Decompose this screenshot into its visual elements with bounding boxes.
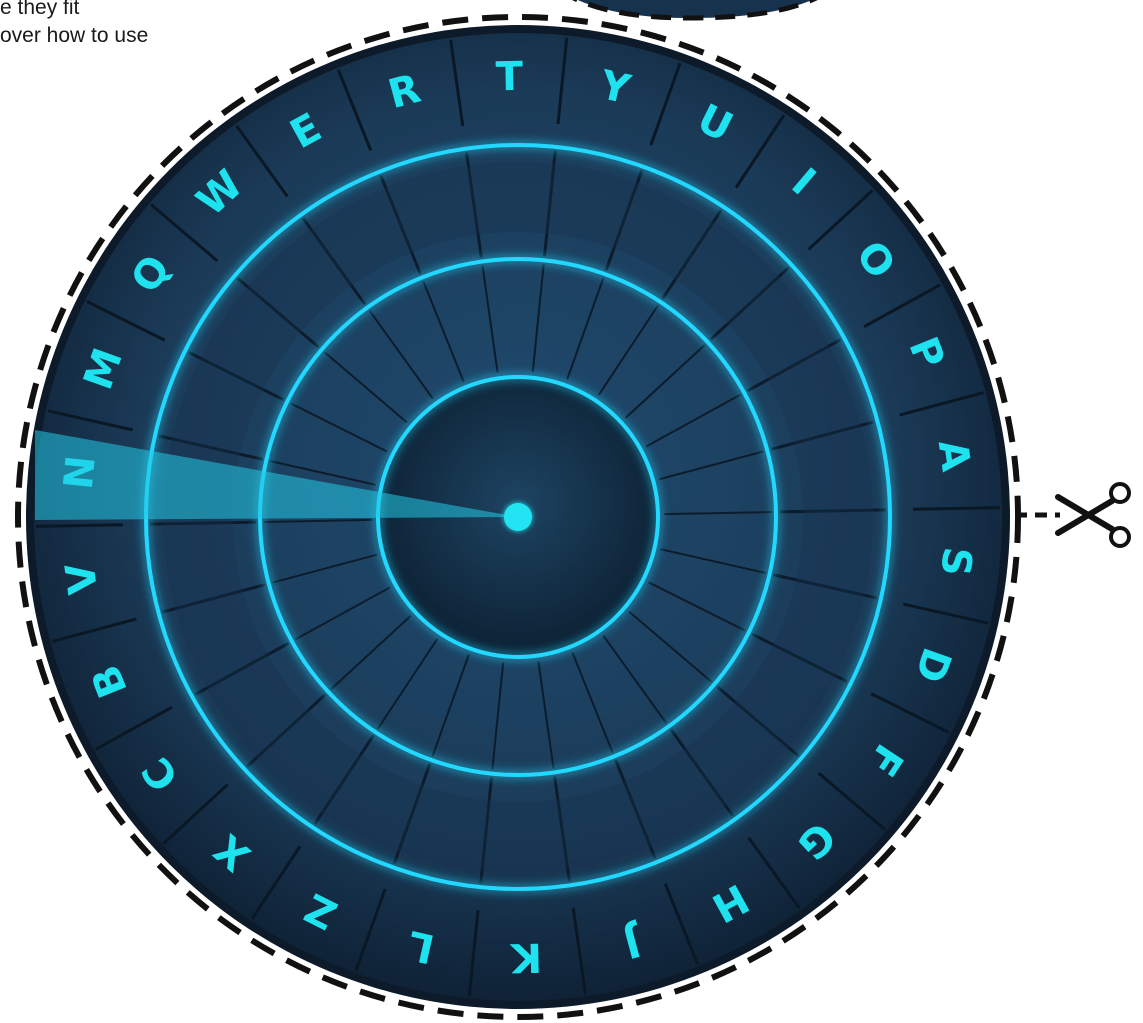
letter-t[interactable]: T <box>495 54 524 101</box>
second-wheel-edge <box>560 0 830 18</box>
letter-k[interactable]: K <box>509 934 543 981</box>
letter-v[interactable]: V <box>57 560 107 597</box>
letter-a[interactable]: A <box>929 437 979 474</box>
scissors-icon <box>1015 484 1129 546</box>
center-pivot <box>504 503 532 531</box>
tile-divider <box>36 525 123 527</box>
tile-divider <box>913 508 1000 510</box>
letter-s[interactable]: S <box>931 545 980 578</box>
